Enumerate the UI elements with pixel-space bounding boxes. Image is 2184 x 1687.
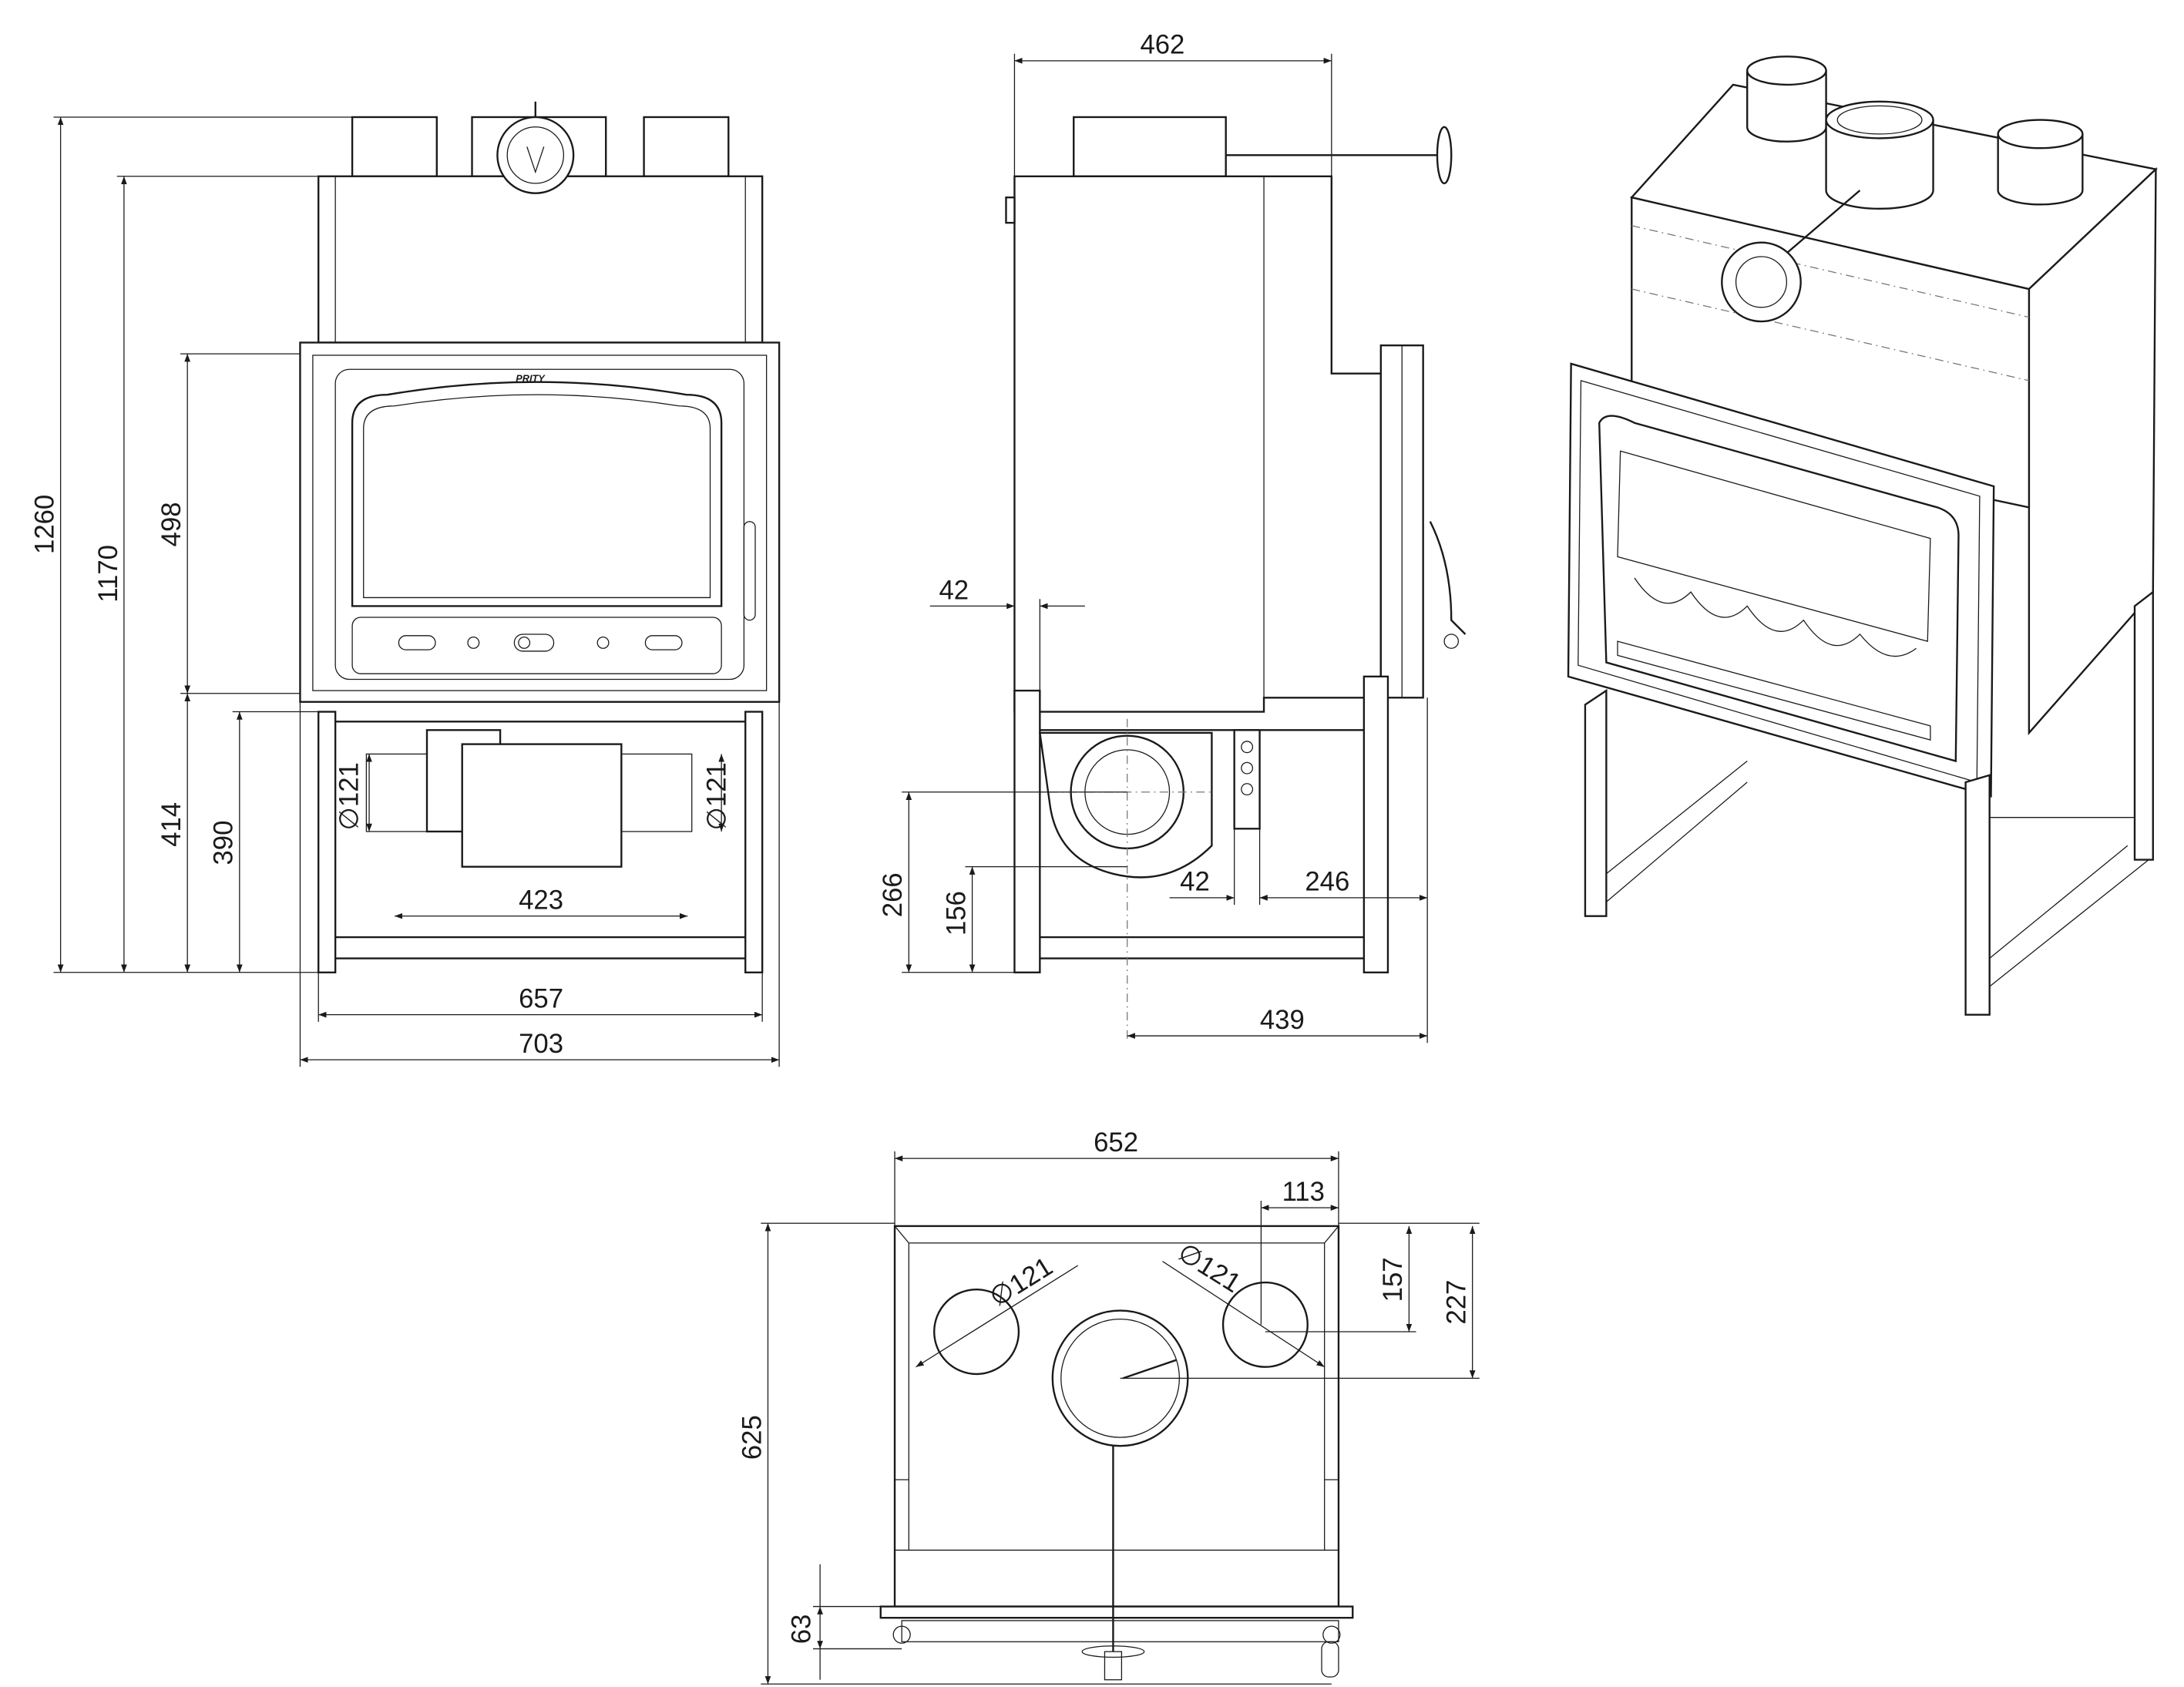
flue-outlet-side [1073, 116, 1227, 177]
door-frame-3d [1567, 362, 1995, 798]
front-view: PRITY 1260 1170 498 414 390 ∅121 ∅121 42… [30, 101, 781, 1067]
dim-498: 498 [157, 502, 186, 546]
flue-outlet-left [351, 116, 438, 177]
door-frame [299, 341, 781, 703]
brand-logo: PRITY [516, 373, 546, 385]
dim-703: 703 [519, 1030, 563, 1059]
dim-414: 414 [157, 802, 186, 847]
dim-113: 113 [1282, 1178, 1325, 1207]
dim-625: 625 [738, 1415, 767, 1460]
dim-652: 652 [1094, 1128, 1138, 1158]
damper-dial-icon [496, 101, 575, 194]
flue-outlet-right [643, 116, 730, 177]
leg-left [318, 711, 337, 973]
damper-dial-3d [1721, 241, 1802, 323]
firebox-body [318, 175, 764, 344]
dim-121-left: 121 [334, 762, 364, 807]
dim-156: 156 [942, 891, 971, 936]
dim-462: 462 [1140, 31, 1184, 60]
isometric-view [1567, 55, 2158, 1016]
svg-text:∅121: ∅121 [703, 762, 732, 830]
dim-1260: 1260 [30, 495, 59, 554]
leg-right [744, 711, 764, 973]
damper-knob [1436, 126, 1453, 185]
dim-657: 657 [519, 985, 563, 1014]
dim-1170: 1170 [94, 545, 123, 603]
side-body [1013, 175, 1383, 713]
door-glass [351, 381, 723, 607]
air-slider [513, 633, 555, 652]
leg-side-front [1013, 689, 1041, 973]
svg-text:∅121: ∅121 [334, 762, 364, 830]
dim-157: 157 [1379, 1257, 1408, 1302]
flue-collars-3d [1746, 55, 2084, 210]
door-handle [743, 521, 756, 621]
dim-42-bottom: 42 [1180, 868, 1210, 897]
dim-246: 246 [1305, 868, 1349, 897]
side-view: 462 42 266 156 42 246 439 [879, 31, 1467, 1043]
dim-439: 439 [1260, 1006, 1305, 1035]
dim-121-right: 121 [703, 762, 732, 807]
dim-227: 227 [1443, 1280, 1472, 1325]
dim-42-top: 42 [939, 576, 969, 605]
dim-423: 423 [519, 886, 563, 916]
dim-63: 63 [787, 1615, 816, 1645]
outlet-left-circle [933, 1288, 1020, 1376]
dim-266: 266 [879, 872, 908, 917]
leg-side-back [1362, 675, 1389, 973]
outlet-right-circle [1221, 1281, 1309, 1368]
control-panel [351, 617, 722, 674]
top-view: 652 113 157 227 ∅121 ∅121 625 63 [738, 1128, 1480, 1685]
dim-390: 390 [210, 821, 239, 865]
